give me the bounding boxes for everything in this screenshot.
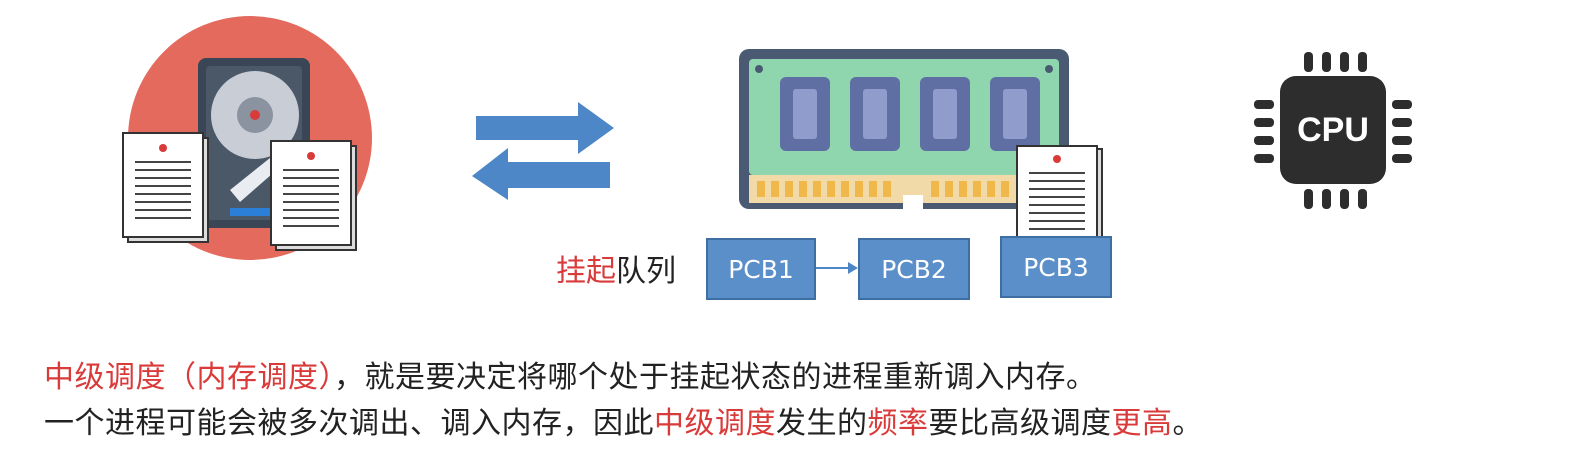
- document-icon-right: [270, 140, 357, 251]
- document-icon-pcb3: [1016, 145, 1103, 244]
- document-icon-left: [122, 132, 209, 243]
- explanation-line-1: 中级调度（内存调度），就是要决定将哪个处于挂起状态的进程重新调入内存。: [44, 352, 1097, 396]
- suspend-queue-label: 挂起队列: [556, 246, 676, 290]
- queue-link-arrow-icon: [816, 262, 858, 274]
- cpu-chip-icon: CPU: [1254, 52, 1412, 209]
- explanation-line-2: 一个进程可能会被多次调出、调入内存，因此中级调度发生的频率要比高级调度更高。: [44, 398, 1203, 442]
- ram-module-icon: [739, 49, 1069, 213]
- suspend-queue-label-rest: 队列: [616, 254, 676, 289]
- text-segment: ，就是要决定将哪个处于挂起状态的进程重新调入内存。: [334, 360, 1097, 395]
- text-segment: 要比高级调度: [928, 406, 1112, 441]
- pcb-box-2: PCB2: [858, 238, 970, 300]
- suspend-queue-label-highlight: 挂起: [556, 254, 616, 289]
- pcb-box-1: PCB1: [706, 238, 816, 300]
- arrow-right-icon: [476, 102, 614, 154]
- pcb-box-3: PCB3: [1000, 236, 1112, 298]
- cpu-label: CPU: [1297, 111, 1369, 149]
- swap-arrows: [472, 102, 614, 200]
- text-segment: 发生的: [776, 406, 868, 441]
- highlighted-text: 频率: [867, 406, 929, 441]
- highlighted-text: 更高: [1111, 406, 1173, 441]
- text-segment: 。: [1172, 406, 1203, 441]
- highlighted-text: 中级调度（内存调度）: [44, 360, 334, 395]
- arrow-left-icon: [472, 148, 610, 200]
- highlighted-text: 中级调度: [654, 406, 776, 441]
- text-segment: 一个进程可能会被多次调出、调入内存，因此: [44, 406, 654, 441]
